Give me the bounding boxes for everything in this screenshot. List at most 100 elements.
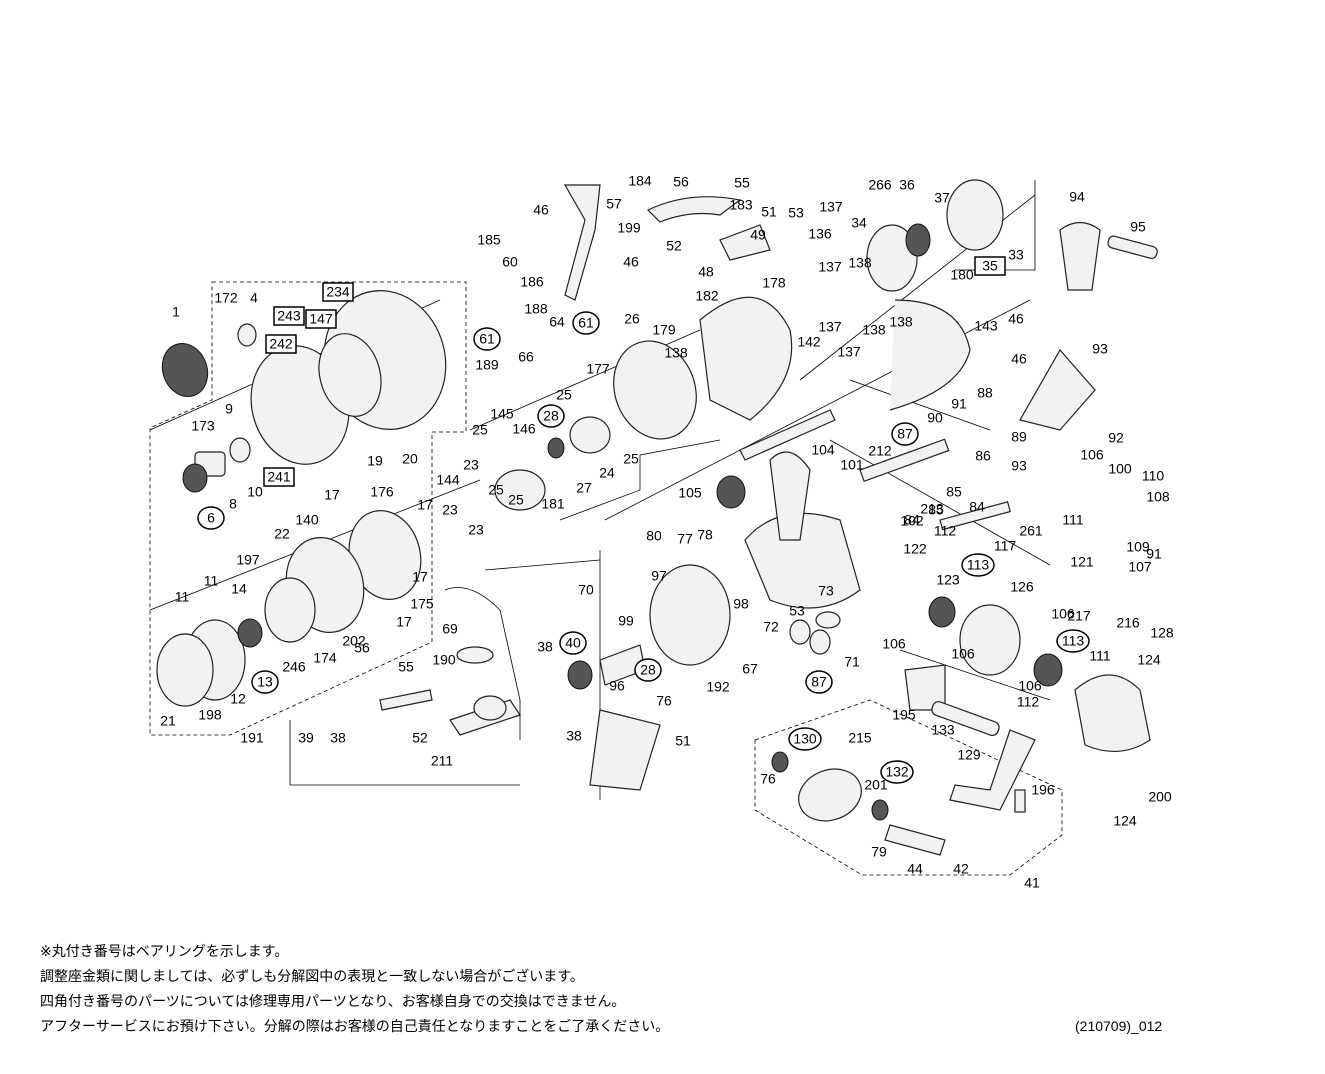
spool-parts — [156, 290, 447, 707]
part-number: 56 — [673, 174, 689, 190]
repair-only-marker — [265, 334, 297, 354]
part-number: 26 — [624, 311, 640, 327]
part-number: 72 — [763, 619, 779, 635]
bearing-part-number: 61 — [578, 315, 594, 331]
assembly-lines — [149, 180, 1051, 800]
part-number: 182 — [695, 288, 719, 304]
part-number: 111 — [1062, 512, 1083, 528]
bearing-part-number: 28 — [640, 662, 656, 678]
part-number: 146 — [512, 421, 536, 437]
part-number: 36 — [899, 177, 915, 193]
part-number: 25 — [488, 482, 504, 498]
part-number: 106 — [951, 646, 975, 662]
part-number: 12 — [230, 691, 246, 707]
part-number: 213 — [920, 501, 944, 517]
part-number: 85 — [946, 484, 962, 500]
part-number: 46 — [1011, 351, 1027, 367]
part-number: 195 — [892, 707, 916, 723]
bearing-part-number: 61 — [479, 331, 495, 347]
part-number: 24 — [599, 465, 615, 481]
part-number: 98 — [733, 596, 749, 612]
bearing-marker — [251, 670, 279, 694]
part-number: 20 — [402, 451, 418, 467]
part-number: 175 — [410, 596, 434, 612]
part-number: 101 — [840, 457, 864, 473]
part-number: 76 — [656, 693, 672, 709]
part-number: 17 — [417, 497, 433, 513]
bearing-part-number: 40 — [565, 635, 581, 651]
part-number: 180 — [950, 267, 974, 283]
repair-only-part-number: 241 — [267, 469, 291, 485]
part-number: 76 — [760, 771, 776, 787]
part-number: 56 — [354, 640, 370, 656]
note-line: 四角付き番号のパーツについては修理専用パーツとなり、お客様自身での交換はできませ… — [40, 994, 626, 1010]
part-number: 96 — [609, 678, 625, 694]
part-number: 38 — [566, 728, 582, 744]
part-number: 19 — [367, 453, 383, 469]
bearing-marker — [961, 553, 995, 577]
part-number: 246 — [282, 659, 306, 675]
part-number: 197 — [236, 552, 260, 568]
bearing-part-number: 13 — [257, 674, 273, 690]
part-number: 99 — [618, 613, 634, 629]
part-number: 183 — [729, 197, 753, 213]
notes: ※丸付き番号はベアリングを示します。 調整座金類に関しましては、必ずしも分解図中… — [40, 940, 669, 1040]
bearing-part-number: 28 — [543, 408, 559, 424]
bearing-part-number: 113 — [967, 557, 990, 573]
part-number: 89 — [1011, 429, 1027, 445]
repair-only-marker — [322, 282, 354, 302]
part-number: 84 — [969, 499, 985, 515]
part-number: 27 — [576, 480, 592, 496]
part-number: 124 — [1137, 652, 1161, 668]
part-number: 121 — [1070, 554, 1094, 570]
part-number: 217 — [1067, 608, 1091, 624]
part-number: 199 — [617, 220, 641, 236]
part-number: 129 — [957, 747, 981, 763]
bearing-marker — [473, 327, 501, 351]
part-number: 4 — [250, 290, 258, 306]
part-number: 21 — [160, 713, 176, 729]
repair-only-part-number: 147 — [309, 311, 333, 327]
bearing-part-number: 87 — [897, 426, 913, 442]
bearing-marker — [634, 658, 662, 682]
note-line: 調整座金類に関しましては、必ずしも分解図中の表現と一致しない場合がございます。 — [40, 969, 584, 985]
part-number: 53 — [789, 603, 805, 619]
part-number: 93 — [1011, 458, 1027, 474]
part-number: 8 — [229, 496, 237, 512]
part-number: 106 — [1018, 678, 1042, 694]
part-number: 46 — [623, 254, 639, 270]
repair-only-part-number: 242 — [269, 336, 293, 352]
part-number: 138 — [862, 322, 886, 338]
part-number: 102 — [900, 513, 924, 529]
bearing-part-number: 132 — [885, 764, 909, 780]
part-number: 97 — [651, 568, 667, 584]
part-number: 71 — [844, 654, 860, 670]
part-number: 49 — [750, 227, 766, 243]
part-number: 106 — [882, 636, 906, 652]
repair-only-marker — [305, 309, 337, 329]
part-number: 190 — [432, 652, 456, 668]
repair-only-marker — [273, 306, 305, 326]
part-number: 108 — [1146, 489, 1170, 505]
repair-only-part-number: 243 — [277, 308, 301, 324]
drive-handle-parts — [771, 438, 1151, 856]
part-number: 211 — [431, 753, 454, 769]
note-line: ※丸付き番号はベアリングを示します。 — [40, 944, 289, 960]
part-number: 200 — [1148, 789, 1172, 805]
part-number: 9 — [225, 401, 233, 417]
part-number: 91 — [1146, 546, 1162, 562]
bearing-marker — [891, 422, 919, 446]
part-number: 184 — [628, 173, 652, 189]
part-number: 67 — [742, 661, 758, 677]
part-number: 25 — [472, 422, 488, 438]
part-number: 181 — [541, 496, 565, 512]
part-number: 51 — [675, 733, 691, 749]
part-number: 80 — [646, 528, 662, 544]
spool-group-frame — [149, 281, 467, 736]
part-number: 23 — [463, 457, 479, 473]
part-number: 138 — [889, 314, 913, 330]
part-number: 137 — [819, 199, 843, 215]
part-number: 92 — [1108, 430, 1124, 446]
part-number: 215 — [848, 730, 872, 746]
bearing-part-number: 130 — [793, 731, 817, 747]
